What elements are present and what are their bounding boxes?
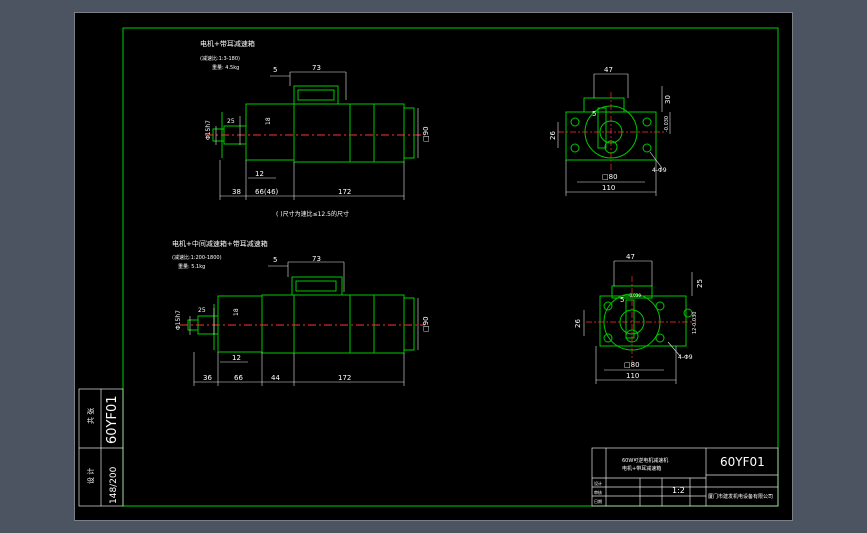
- bottom-gearbox: [217, 295, 263, 353]
- bottom-dim-5: 5: [273, 256, 277, 264]
- bottom-end-dim-5: 5: [620, 296, 624, 304]
- bottom-dim-18: 18: [233, 308, 240, 316]
- bottom-end-dimensions: [583, 260, 693, 384]
- bottom-dim-73: 73: [312, 255, 321, 263]
- top-dim-38: 38: [232, 188, 241, 196]
- bottom-dim-box90: □90: [422, 316, 430, 332]
- bottom-dimensions: [189, 261, 419, 386]
- top-gearbox: [245, 103, 295, 161]
- bottom-end-dim-26: 26: [574, 319, 582, 328]
- bottom-end-dim-box80: □80: [624, 361, 640, 369]
- top-dim-66: 66(46): [255, 188, 279, 196]
- bottom-end-dim-tol: -0.030: [628, 293, 641, 298]
- bottom-end-dim-25: 25: [696, 279, 704, 288]
- top-dim-73: 73: [312, 64, 321, 72]
- drawing-frame: [74, 12, 793, 521]
- title-code: 60YF01: [720, 455, 765, 469]
- bottom-end-centerlines: [586, 276, 696, 362]
- top-end-labels: 47 30 -0.030 5 26 □80 110 4-Φ9: [549, 66, 672, 192]
- top-end-dim-110: 110: [602, 184, 615, 192]
- side-drawing-no: 148/200: [109, 466, 119, 504]
- bottom-dim-66: 66: [234, 374, 243, 382]
- bottom-dim-172: 172: [338, 374, 351, 382]
- bottom-end-dim-110: 110: [626, 372, 639, 380]
- top-note-weight: 重量: 4.5kg: [212, 64, 239, 71]
- top-dim-18: 18: [265, 117, 272, 125]
- title-scale: 1:2: [672, 486, 685, 495]
- side-label-sheets: 共 张: [86, 408, 95, 424]
- top-end-dim-47: 47: [604, 66, 613, 74]
- top-motor-end: [403, 107, 415, 159]
- bottom-side-view: [187, 276, 415, 354]
- bottom-dim-36: 36: [203, 374, 212, 382]
- bottom-note-weight: 重量: 5.1kg: [178, 263, 205, 270]
- top-end-dim-holes: 4-Φ9: [652, 167, 667, 174]
- bottom-end-flange: [599, 295, 687, 347]
- top-dim-phi15: Φ15h7: [205, 120, 212, 140]
- bottom-terminal-box: [291, 276, 343, 296]
- top-dimensions: [215, 71, 419, 200]
- bottom-dim-phi15: Φ15h7: [175, 310, 182, 330]
- top-dim-5: 5: [273, 66, 277, 74]
- bottom-dim-44: 44: [271, 374, 280, 382]
- bottom-end-labels: 47 25 12-0.030 -0.030 5 26 □80 110 4-Φ9: [574, 253, 704, 380]
- top-dim-25: 25: [227, 118, 235, 125]
- top-dim-172: 172: [338, 188, 351, 196]
- title-block: [591, 447, 779, 507]
- top-end-dim-tol: -0.030: [664, 116, 670, 132]
- top-note-ratio: (减速比:1:3-180): [200, 55, 240, 62]
- title-row-design: 设计: [594, 480, 602, 486]
- bottom-motor-end: [403, 297, 415, 351]
- bottom-dim-25: 25: [198, 307, 206, 314]
- top-end-dim-5: 5: [592, 110, 596, 118]
- bottom-view-labels: 电机+中间减速箱+带耳减速箱 (减速比:1:200-1800) 重量: 5.1k…: [172, 239, 430, 382]
- title-row-review: 审核: [594, 489, 602, 495]
- bottom-end-view: [599, 285, 693, 351]
- title-block-labels: 60W可逆电机减速机 电机+带耳减速箱 60YF01 1:2 设计 审核 日期 …: [594, 455, 773, 504]
- bottom-motor-body: [293, 294, 405, 354]
- bottom-dim-12: 12: [232, 354, 241, 362]
- bottom-intermediate-gearbox: [261, 294, 295, 354]
- side-block-labels: 共 张 设 计 60YF01 148/200: [86, 395, 120, 504]
- top-end-dimensions: [557, 73, 671, 196]
- bottom-title: 电机+中间减速箱+带耳减速箱: [172, 239, 268, 248]
- top-end-dim-box80: □80: [602, 173, 618, 181]
- bottom-note-ratio: (减速比:1:200-1800): [172, 254, 222, 261]
- top-side-view: [212, 85, 415, 163]
- side-label-design: 设 计: [86, 468, 95, 484]
- top-end-dim-30: 30: [664, 95, 672, 104]
- top-dim-12: 12: [255, 170, 264, 178]
- title-desc-line2: 电机+带耳减速箱: [622, 465, 661, 472]
- top-motor-body: [293, 103, 405, 163]
- top-view-labels: 电机+带耳减速箱 (减速比:1:3-180) 重量: 4.5kg 5 73 Φ1…: [200, 39, 430, 218]
- bottom-end-dim-holes: 4-Φ9: [678, 354, 693, 361]
- top-title: 电机+带耳减速箱: [200, 39, 255, 48]
- title-company: 厦门市建发机电设备有限公司: [708, 493, 773, 500]
- top-end-dim-26: 26: [549, 131, 557, 140]
- top-terminal-box: [293, 85, 339, 105]
- side-code: 60YF01: [105, 395, 120, 444]
- top-footnote: ( )尺寸为速比≤12.5的尺寸: [276, 210, 349, 218]
- drawing-border: [122, 27, 779, 507]
- side-block: [78, 388, 124, 507]
- top-end-centerlines: [558, 92, 664, 172]
- title-desc-line1: 60W可逆电机减速机: [622, 457, 668, 464]
- title-row-date: 日期: [594, 498, 602, 504]
- top-dim-box90: □90: [422, 126, 430, 142]
- bottom-end-dim-12: 12-0.030: [692, 312, 698, 334]
- bottom-end-dim-47: 47: [626, 253, 635, 261]
